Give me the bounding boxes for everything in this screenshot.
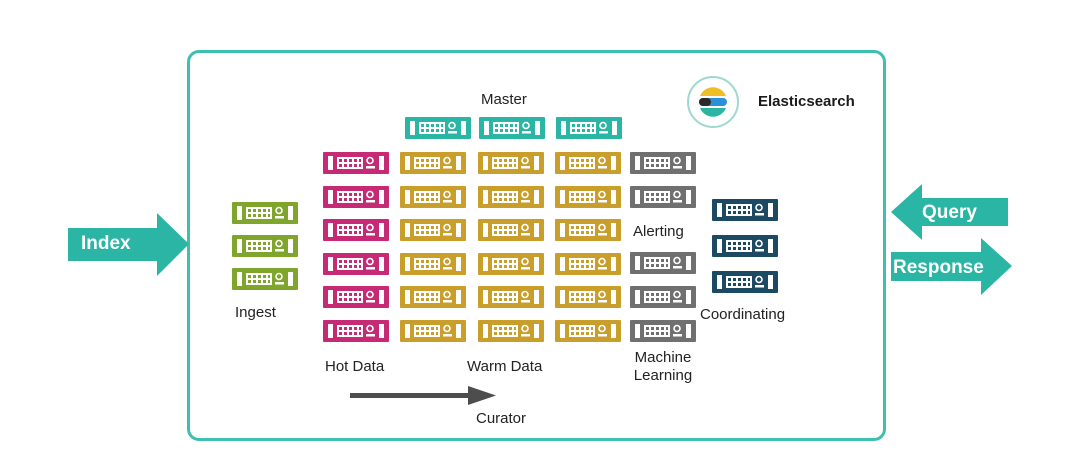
server-icon [629,151,697,175]
curator-arrow [350,386,496,405]
brand-title: Elasticsearch [758,93,855,110]
server-icon [477,185,545,209]
index-label: Index [81,233,131,254]
server-icon [629,251,697,275]
server-icon [322,319,390,343]
coordinating-label: Coordinating [700,306,786,323]
server-icon [711,234,779,258]
server-icon [399,319,467,343]
server-icon [711,270,779,294]
server-icon [322,285,390,309]
server-icon [554,185,622,209]
server-icon [554,285,622,309]
server-icon [477,319,545,343]
server-icon [399,218,467,242]
server-icon [629,285,697,309]
server-icon [711,198,779,222]
elasticsearch-logo-icon [687,76,739,128]
ingest-servers [231,201,299,291]
query-label: Query [922,202,977,223]
server-icon [554,252,622,276]
cluster-frame [187,50,886,441]
query-arrow [891,184,1008,240]
master-label: Master [481,91,527,108]
server-icon [478,116,546,140]
warm-data-label: Warm Data [467,358,543,375]
server-icon [477,285,545,309]
server-icon [322,218,390,242]
server-icon [477,252,545,276]
machine-learning-line2: Learning [633,367,693,384]
server-icon [322,185,390,209]
server-icon [231,234,299,258]
machine-learning-label: Machine Learning [626,349,700,385]
index-arrow [68,213,189,276]
response-arrow [891,238,1012,295]
server-icon [231,201,299,225]
machine-learning-servers [629,251,697,343]
server-icon [399,252,467,276]
server-icon [322,252,390,276]
server-icon [399,285,467,309]
server-icon [399,151,467,175]
server-icon [554,151,622,175]
ingest-label: Ingest [235,304,276,321]
server-icon [231,267,299,291]
alerting-servers [629,151,697,209]
server-icon [322,151,390,175]
server-icon [399,185,467,209]
curator-label: Curator [476,410,527,427]
coordinating-servers [711,198,779,294]
server-icon [629,185,697,209]
alerting-label: Alerting [633,223,684,240]
response-label: Response [893,257,984,278]
master-servers [404,116,623,140]
server-icon [404,116,472,140]
hot-data-label: Hot Data [325,358,385,375]
server-icon [555,116,623,140]
server-icon [629,319,697,343]
machine-learning-line1: Machine [634,349,692,366]
warm-data-servers [399,151,622,343]
server-icon [554,319,622,343]
server-icon [477,218,545,242]
hot-data-servers [322,151,390,343]
server-icon [554,218,622,242]
server-icon [477,151,545,175]
